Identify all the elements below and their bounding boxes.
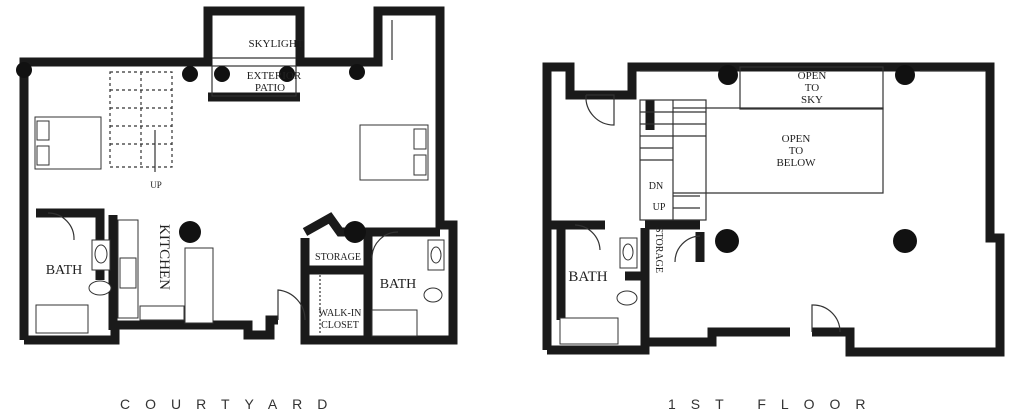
label-open-1: OPEN [798,70,827,82]
label-to-1: TO [805,82,820,94]
label-stair-dn: DN [649,181,663,192]
outer-wall [19,6,458,345]
label-closet: CLOSET [321,320,359,331]
caption-1st-floor: 1ST FLOOR [668,396,881,412]
label-walk-in: WALK-IN [319,308,362,319]
label-bath: BATH [568,269,607,285]
label-storage: STORAGE [653,227,664,273]
column [715,229,739,253]
label-below: BELOW [776,157,816,169]
caption-courtyard: COURTYARD [120,396,343,412]
label-bath-left: BATH [46,263,83,278]
label-patio: PATIO [255,82,285,94]
label-skylight: SKYLIGHT [249,38,304,50]
stairs [109,71,173,172]
first-floor-plan: OPEN TO SKY OPEN TO BELOW DN UP BATH STO… [542,62,1005,357]
outer-wall [542,62,1005,357]
label-sky: SKY [801,94,823,106]
label-stair-up: UP [653,202,666,213]
label-storage: STORAGE [315,252,361,263]
label-kitchen: KITCHEN [156,224,172,290]
label-exterior: EXTERIOR [247,70,302,82]
label-stair-up: UP [150,180,162,190]
label-open-2: OPEN [782,133,811,145]
stairs [639,99,707,221]
label-to-2: TO [789,145,804,157]
column [179,221,201,243]
courtyard-plan: SKYLIGHT EXTERIOR PATIO UP BATH KITCHEN … [16,6,458,345]
label-bath-right: BATH [380,277,417,292]
outer-wall-bottom-left [24,315,278,345]
